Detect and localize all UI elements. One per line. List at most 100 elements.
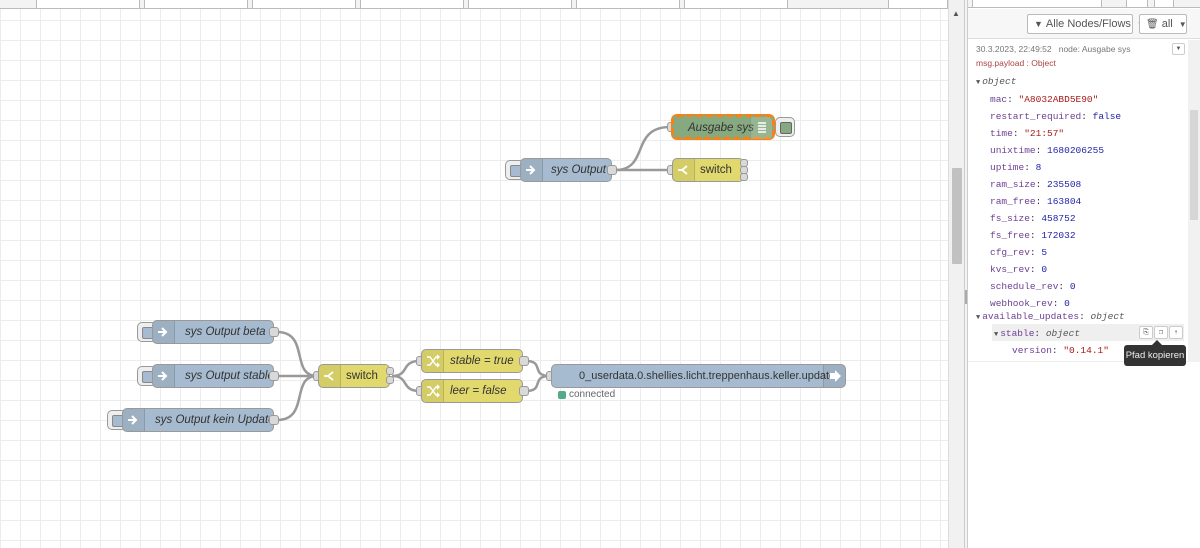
- output-port[interactable]: [519, 356, 529, 366]
- node-label: sys Output stable: [185, 370, 274, 382]
- wire: [276, 330, 318, 378]
- tree-value: 235508: [1047, 179, 1082, 190]
- flow-tab[interactable]: [576, 0, 680, 9]
- flow-tab[interactable]: [468, 0, 572, 9]
- output-port[interactable]: [269, 327, 279, 337]
- debug-toggle-button[interactable]: [775, 117, 795, 137]
- copy-value-button[interactable]: ❐: [1154, 326, 1168, 339]
- filter-dropdown[interactable]: ▼ Alle Nodes/Flows ▼: [1027, 14, 1145, 34]
- tree-row-available-updates[interactable]: ▼available_updates: object: [976, 311, 1125, 322]
- tree-value: "21:57": [1024, 128, 1065, 139]
- output-port[interactable]: [386, 367, 394, 375]
- message-menu-button[interactable]: ▼: [1172, 43, 1185, 55]
- tree-type: object: [1045, 328, 1081, 339]
- node-switch-main[interactable]: switch: [318, 364, 390, 388]
- tree-value: 0: [1064, 298, 1070, 309]
- tree-row-schedule-rev[interactable]: schedule_rev: 0: [990, 281, 1076, 292]
- tree-key: webhook_rev: [990, 298, 1053, 309]
- clear-label: all: [1161, 18, 1173, 30]
- sidebar-splitter[interactable]: [964, 0, 968, 548]
- link-in-icon: [153, 365, 175, 387]
- tree-value: 8: [1035, 162, 1042, 173]
- copy-path-button[interactable]: ⎘: [1139, 326, 1153, 339]
- tree-row-fs-size[interactable]: fs_size: 458752: [990, 213, 1076, 224]
- node-sys-output-beta[interactable]: sys Output beta: [152, 320, 274, 344]
- flow-tab[interactable]: [144, 0, 248, 9]
- tree-value: "0.14.1": [1063, 345, 1109, 356]
- tree-row-restart-required[interactable]: restart_required: false: [990, 111, 1122, 122]
- node-label: 0_userdata.0.shellies.licht.treppenhaus.…: [579, 370, 836, 382]
- flow-tab[interactable]: [360, 0, 464, 9]
- node-mqtt-out[interactable]: 0_userdata.0.shellies.licht.treppenhaus.…: [551, 364, 846, 388]
- tree-value: 163804: [1047, 196, 1082, 207]
- splitter-grip[interactable]: [965, 290, 967, 304]
- output-port[interactable]: [519, 386, 529, 396]
- node-sys-output-stable[interactable]: sys Output stable: [152, 364, 274, 388]
- output-port[interactable]: [269, 371, 279, 381]
- node-status: connected: [558, 389, 615, 400]
- scroll-up-icon[interactable]: ▲: [952, 9, 960, 18]
- output-port[interactable]: [269, 415, 279, 425]
- tree-row-unixtime[interactable]: unixtime: 1680206255: [990, 145, 1105, 156]
- tree-row-fs-free[interactable]: fs_free: 172032: [990, 230, 1076, 241]
- node-sys-output-kein-update[interactable]: sys Output kein Update: [122, 408, 275, 432]
- node-change-stable[interactable]: stable = true: [421, 349, 523, 373]
- tree-value: 458752: [1041, 213, 1076, 224]
- clear-dropdown[interactable]: 🗑 all ▼: [1139, 14, 1187, 34]
- sidebar-tab-bar: [968, 0, 1200, 8]
- message-topic: msg.payload : Object: [976, 58, 1056, 68]
- node-sys-output[interactable]: sys Output: [520, 158, 612, 182]
- scrollbar-thumb[interactable]: [952, 168, 962, 264]
- tree-key: time: [990, 128, 1013, 139]
- output-port[interactable]: [740, 173, 748, 181]
- tree-row-ram-free[interactable]: ram_free: 163804: [990, 196, 1082, 207]
- pin-button[interactable]: ⇡: [1169, 326, 1183, 339]
- node-label: sys Output kein Update: [155, 414, 275, 426]
- trash-icon: 🗑: [1146, 18, 1159, 30]
- tree-value: 172032: [1041, 230, 1076, 241]
- node-switch-top[interactable]: switch: [672, 158, 744, 182]
- flow-tab[interactable]: [888, 0, 948, 9]
- sidebar-tab[interactable]: [1154, 0, 1174, 8]
- tree-row-stable[interactable]: ▼stable: object: [994, 328, 1081, 339]
- caret-down-icon[interactable]: ▼: [976, 314, 981, 322]
- flow-tab[interactable]: [36, 0, 140, 9]
- caret-down-icon[interactable]: ▼: [976, 79, 981, 87]
- tree-row-time[interactable]: time: "21:57": [990, 128, 1065, 139]
- link-in-icon: [153, 321, 175, 343]
- flow-tab[interactable]: [684, 0, 788, 9]
- filter-label: Alle Nodes/Flows: [1045, 18, 1131, 30]
- sidebar-tab[interactable]: [1126, 0, 1148, 8]
- node-label: switch: [346, 370, 378, 382]
- tree-key: restart_required: [990, 111, 1082, 122]
- tree-key: ram_size: [990, 179, 1036, 190]
- debug-message: 30.3.2023, 22:49:52 node: Ausgabe sys ms…: [968, 40, 1188, 366]
- output-port[interactable]: [607, 165, 617, 175]
- tree-key: kvs_rev: [990, 264, 1030, 275]
- message-scrollbar[interactable]: [1188, 40, 1200, 362]
- tree-root[interactable]: ▼object: [976, 76, 1016, 87]
- tree-row-kvs-rev[interactable]: kvs_rev: 0: [990, 264, 1048, 275]
- message-node-link[interactable]: node: Ausgabe sys: [1058, 44, 1131, 54]
- tree-row-webhook-rev[interactable]: webhook_rev: 0: [990, 298, 1070, 309]
- sidebar-tab-debug[interactable]: [972, 0, 1102, 8]
- flow-workspace[interactable]: sys Output Ausgabe sys switch sys Output…: [0, 0, 948, 548]
- node-ausgabe-sys[interactable]: Ausgabe sys: [672, 115, 774, 139]
- tree-row-cfg-rev[interactable]: cfg_rev: 5: [990, 247, 1048, 258]
- workspace-vertical-scrollbar[interactable]: ▲: [948, 0, 964, 548]
- tree-row-mac[interactable]: mac: "A8032ABD5E90": [990, 94, 1099, 105]
- caret-down-icon[interactable]: ▼: [994, 331, 999, 339]
- tree-row-uptime[interactable]: uptime: 8: [990, 162, 1042, 173]
- tree-value: "A8032ABD5E90": [1018, 94, 1099, 105]
- node-label: sys Output beta: [185, 326, 266, 338]
- node-change-leer[interactable]: leer = false: [421, 379, 523, 403]
- copy-path-tooltip: Pfad kopieren: [1124, 340, 1186, 366]
- output-port[interactable]: [386, 376, 394, 384]
- tree-key: ram_free: [990, 196, 1036, 207]
- filter-icon: ▼: [1034, 19, 1043, 29]
- tree-key: unixtime: [990, 145, 1036, 156]
- tree-row-ram-size[interactable]: ram_size: 235508: [990, 179, 1082, 190]
- tree-key: schedule_rev: [990, 281, 1059, 292]
- scrollbar-thumb[interactable]: [1190, 110, 1198, 220]
- flow-tab[interactable]: [252, 0, 356, 9]
